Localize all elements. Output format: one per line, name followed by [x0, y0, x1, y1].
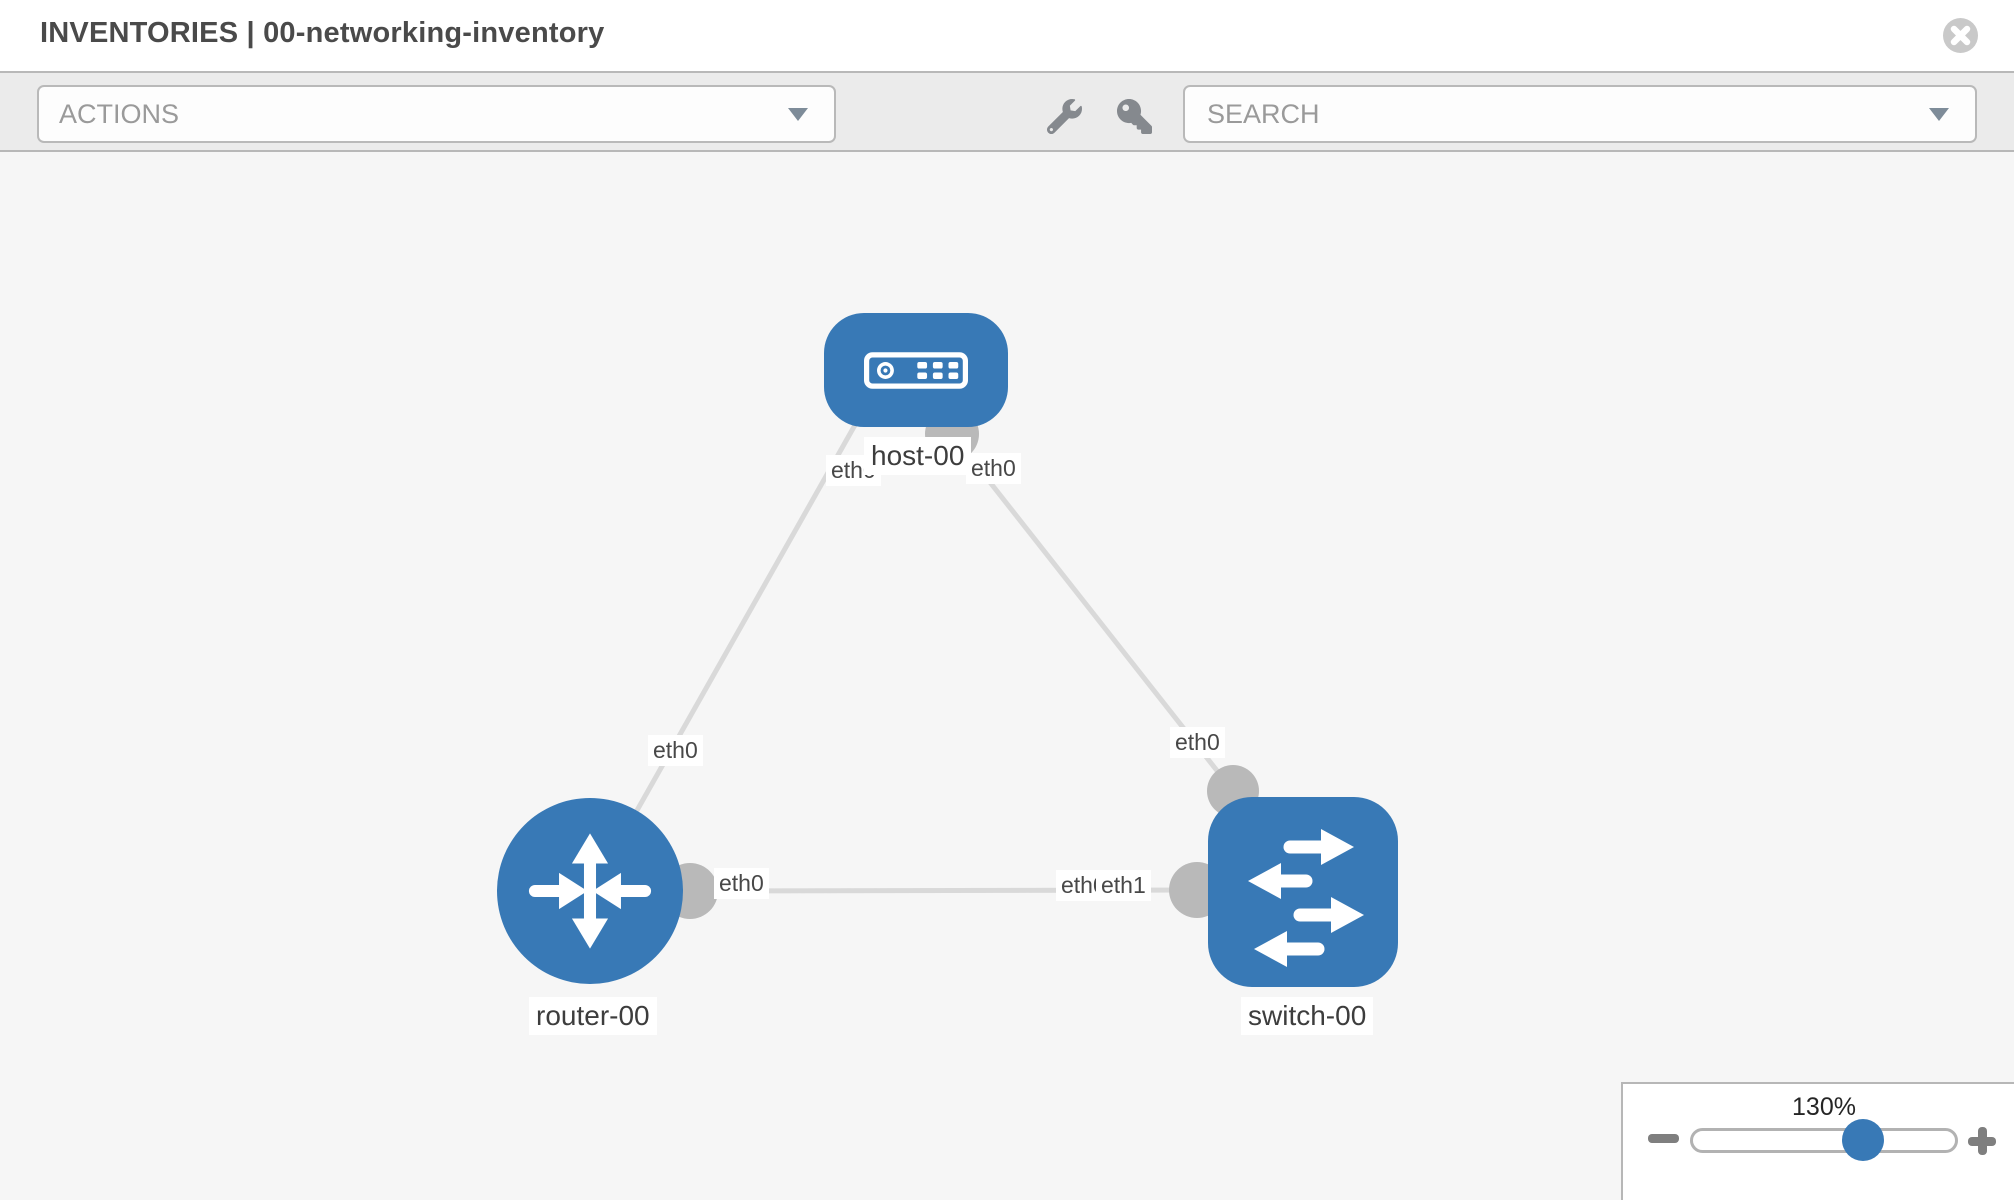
router-icon: [528, 833, 652, 949]
node-switch[interactable]: [1208, 797, 1398, 987]
close-icon: [1943, 18, 1978, 53]
node-label-switch: switch-00: [1241, 997, 1374, 1035]
interface-label: eth1: [1096, 870, 1151, 901]
host-icon: [864, 351, 968, 389]
page-title: INVENTORIES | 00-networking-inventory: [40, 17, 605, 49]
node-host[interactable]: [824, 313, 1008, 427]
node-label-router: router-00: [529, 997, 657, 1035]
chevron-down-icon: [1929, 108, 1949, 121]
zoom-percentage: 130%: [1792, 1093, 1856, 1121]
interface-label: eth0: [714, 868, 769, 899]
header: INVENTORIES | 00-networking-inventory: [0, 0, 2014, 71]
zoom-in-button[interactable]: [1968, 1127, 1996, 1155]
interface-label: eth0: [966, 453, 1021, 484]
zoom-slider-track[interactable]: [1690, 1128, 1958, 1153]
wrench-icon[interactable]: [1046, 99, 1084, 135]
search-dropdown[interactable]: [1183, 85, 1977, 143]
topology-canvas[interactable]: eth0 eth0 eth0 eth0 eth0 eth0 eth1 host-…: [0, 152, 2014, 1200]
search-input[interactable]: [1205, 97, 1889, 131]
node-router[interactable]: [497, 798, 683, 984]
interface-label: eth0: [1170, 727, 1225, 758]
zoom-widget: 130%: [1621, 1082, 2014, 1200]
actions-dropdown[interactable]: ACTIONS: [37, 85, 836, 143]
key-icon[interactable]: [1117, 99, 1154, 134]
topology-links-layer: [589, 407, 1259, 919]
chevron-down-icon: [788, 108, 808, 121]
close-button[interactable]: [1943, 18, 1978, 53]
actions-dropdown-label: ACTIONS: [59, 98, 180, 129]
node-label-host: host-00: [864, 437, 972, 475]
zoom-out-button[interactable]: [1648, 1134, 1679, 1143]
switch-icon: [1248, 829, 1364, 967]
zoom-slider-thumb[interactable]: [1842, 1119, 1884, 1161]
toolbar: ACTIONS: [0, 71, 2014, 152]
interface-label: eth0: [648, 735, 703, 766]
